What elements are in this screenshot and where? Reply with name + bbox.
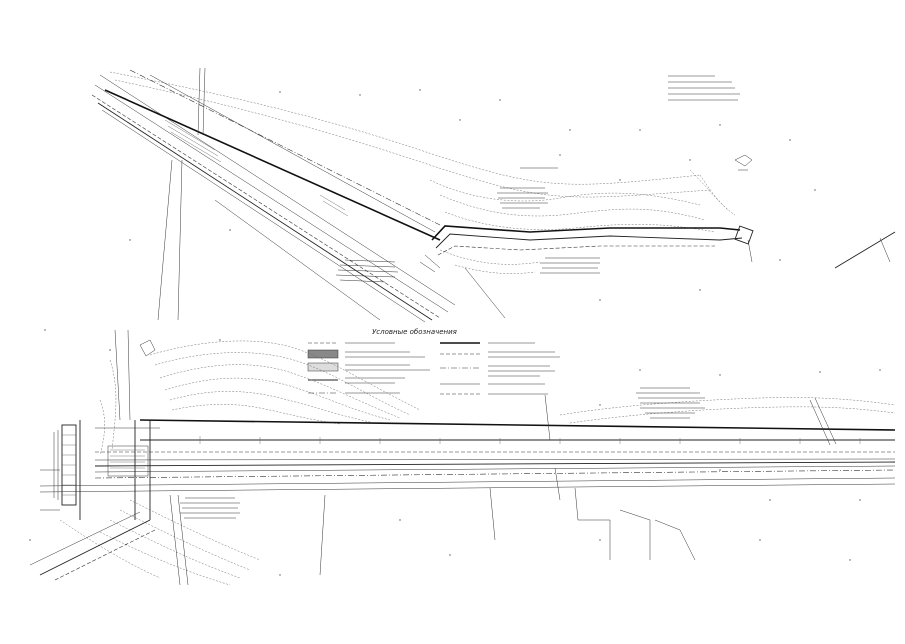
lower-plan — [29, 329, 896, 586]
lower-annotation-blocks — [53, 387, 705, 519]
legend-right-column — [440, 342, 560, 395]
upper-road-corridor — [91, 69, 456, 323]
upper-terrain-contours — [109, 71, 736, 274]
lower-terrain-contours — [59, 340, 896, 586]
upper-cross-roads — [157, 67, 506, 321]
lower-pipeline-ticks — [199, 436, 861, 444]
legend: Условные обозначения — [307, 328, 560, 395]
lower-diagonal-branch — [29, 494, 189, 586]
lower-right-features — [319, 394, 837, 576]
upper-right-edge-line — [834, 231, 896, 269]
upper-plan — [91, 67, 896, 323]
legend-title: Условные обозначения — [372, 328, 457, 336]
upper-hatch-marks — [164, 119, 349, 217]
upper-survey-points — [129, 89, 816, 301]
upper-structure-marker — [734, 154, 753, 171]
legend-left-column — [307, 342, 430, 394]
upper-pipeline-branch — [419, 225, 754, 273]
lower-main-corridor — [39, 419, 896, 493]
lower-survey-points — [29, 329, 881, 576]
upper-annotation-blocks — [335, 75, 740, 283]
lower-left-structure — [40, 329, 160, 520]
upper-right-tick — [879, 237, 891, 263]
